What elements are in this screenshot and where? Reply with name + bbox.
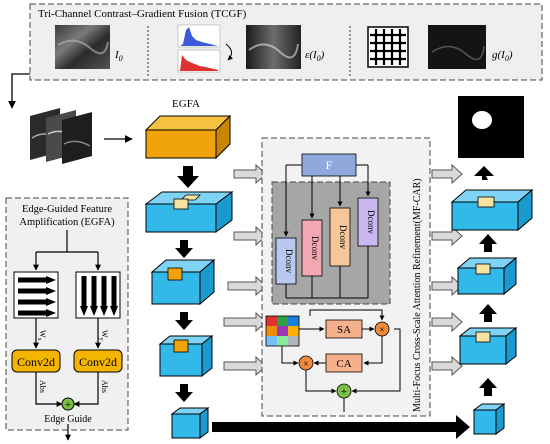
egfa-title-line2: Amplification (EGFA) [19,217,115,228]
enc-down-arrow-3 [175,312,193,330]
svg-text:+: + [65,399,71,411]
gradient-image [428,25,486,69]
tcgf-panel: Tri-Channel Contrast–Gradient Fusion (TC… [29,3,543,81]
edge-guide-label: Edge Guide [44,414,92,425]
gradient-grid-icon [367,26,409,68]
decoder-column [450,96,534,435]
encoder-cube-2 [150,258,216,306]
output-mask [458,96,524,158]
dec-up-arrow-3 [479,378,497,396]
enc-down-arrow-4 [175,384,193,402]
svg-text:Conv2d: Conv2d [79,355,117,369]
svg-text:Conv2d: Conv2d [17,355,55,369]
enc-down-arrow-2 [175,240,193,258]
svg-text:Dconv: Dconv [366,210,376,234]
dconv-3: Dconv [329,207,351,267]
svg-text:SA: SA [337,324,351,336]
svg-text:Dconv: Dconv [338,225,348,249]
svg-text:CA: CA [336,358,351,370]
mfcar-side-title: Multi-Focus Cross-Scale Attention Refine… [412,178,423,412]
bottleneck-arrow [212,415,470,439]
label-epsilon: ε(I [305,49,318,61]
encoder-cube-1 [144,191,234,233]
label-g: g(I [492,49,506,61]
dconv-1: Dconv [275,237,297,285]
egfa-block: EGFA [144,98,232,160]
egfa-panel: Edge-Guided Feature Amplification (EGFA) [5,197,129,441]
dconv-2: Dconv [301,219,323,277]
label-i0: I [114,49,120,61]
abs-left-label: Abs [38,380,47,393]
vertical-kernel-icon [75,271,121,319]
wx-label: W [38,330,47,338]
svg-text:×: × [379,325,385,336]
svg-text:Wx: Wx [36,330,47,341]
histogram-blue [177,24,221,48]
svg-text:Dconv: Dconv [284,249,294,273]
svg-text:+: + [341,386,347,398]
hist-transform-arrow [225,43,233,61]
tcgf-to-stack-arrow [8,73,30,109]
ultrasound-image-i0 [55,25,110,69]
encoder-cube-3 [158,334,214,378]
input-image-stack [30,108,92,164]
feature-grid-icon [265,315,300,347]
egfa-title-line1: Edge-Guided Feature [22,204,112,215]
svg-text:×: × [303,359,309,370]
encoder-column: EGFA [144,98,234,439]
mfcar-panel: Multi-Focus Cross-Scale Attention Refine… [261,137,431,417]
abs-right-label: Abs [100,380,109,393]
svg-text:F: F [326,158,333,172]
svg-text:Wy: Wy [98,330,109,341]
dconv-4: Dconv [357,197,379,247]
svg-text:ε(I0): ε(I0) [305,49,325,63]
svg-text:I0: I0 [114,49,123,63]
encoder-cube-4 [170,407,210,439]
skip-arrows-left [223,163,267,377]
tcgf-title: Tri-Channel Contrast–Gradient Fusion (TC… [38,8,247,20]
enc-down-arrow-1 [177,166,199,188]
dec-up-arrow-2 [479,304,497,322]
decoder-cube-2 [456,256,518,296]
svg-text:Dconv: Dconv [310,236,320,260]
decoder-cube-1 [450,188,534,232]
svg-text:g(I0): g(I0) [492,49,513,63]
egfa-sum-node [61,397,75,411]
decoder-cube-3 [458,326,518,366]
wy-label: W [100,330,109,338]
svg-text:EGFA: EGFA [172,98,200,110]
decoder-cube-4 [472,403,506,435]
skip-arrows-right [431,163,463,377]
histogram-red [177,49,221,73]
horizontal-kernel-icon [13,271,59,319]
dec-up-arrow-1 [479,234,497,252]
